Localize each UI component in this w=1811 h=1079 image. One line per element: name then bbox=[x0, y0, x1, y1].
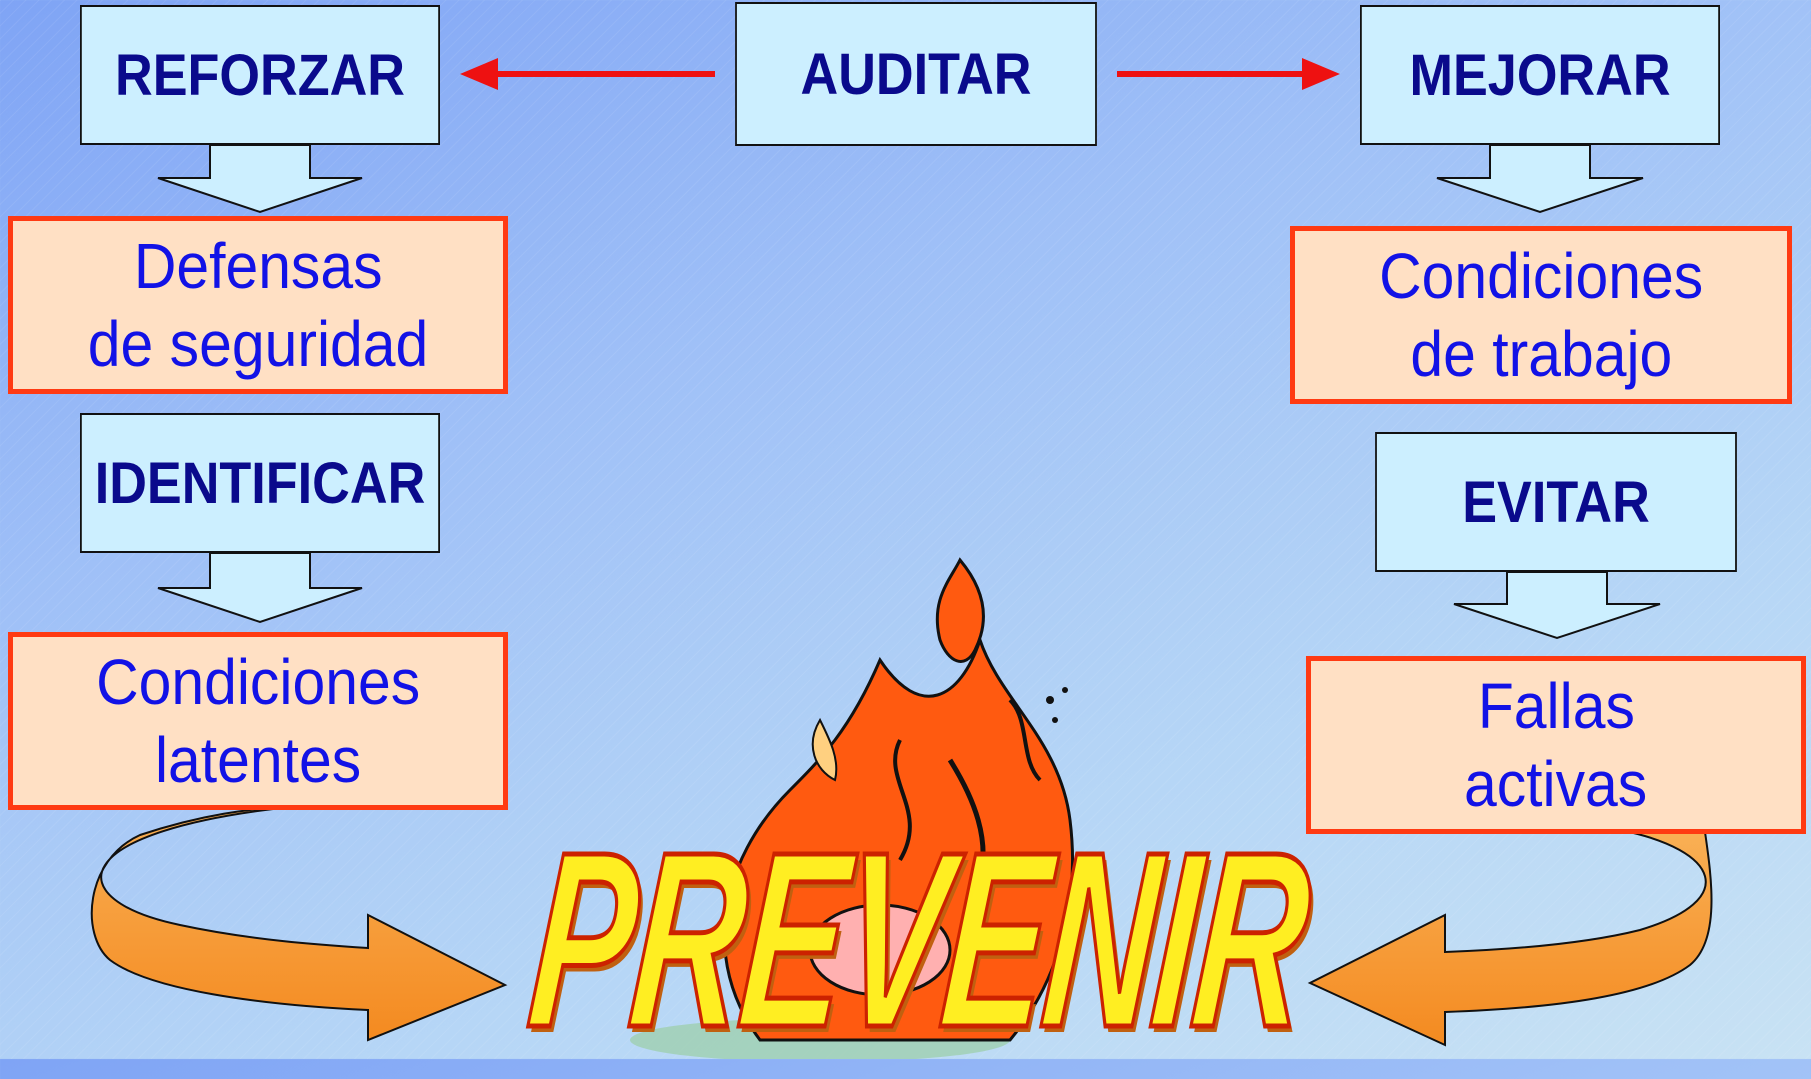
trabajo-line2: de trabajo bbox=[1410, 318, 1672, 390]
auditar-label: AUDITAR bbox=[800, 41, 1032, 107]
evitar-label: EVITAR bbox=[1462, 469, 1650, 535]
callout-arrow-reforzar bbox=[157, 144, 363, 214]
latentes-box: Condiciones latentes bbox=[8, 632, 508, 810]
callout-arrow-evitar bbox=[1453, 571, 1661, 640]
latentes-line1: Condiciones bbox=[95, 646, 421, 718]
reforzar-label: REFORZAR bbox=[115, 42, 405, 108]
identificar-box: IDENTIFICAR bbox=[80, 413, 440, 553]
defensas-box: Defensas de seguridad bbox=[8, 216, 508, 394]
trabajo-line1: Condiciones bbox=[1378, 240, 1704, 312]
curved-arrow-left bbox=[90, 805, 508, 1042]
defensas-line2: de seguridad bbox=[87, 308, 429, 380]
defensas-line1: Defensas bbox=[133, 230, 383, 302]
callout-arrow-mejorar bbox=[1436, 144, 1644, 214]
fallas-line2: activas bbox=[1464, 748, 1648, 820]
evitar-box: EVITAR bbox=[1375, 432, 1737, 572]
prevenir-wordart: PREVENIR bbox=[519, 798, 1320, 1079]
fallas-box: Fallas activas bbox=[1306, 656, 1806, 834]
callout-arrow-identificar bbox=[157, 552, 363, 624]
trabajo-box: Condiciones de trabajo bbox=[1290, 226, 1792, 404]
fire-clipart-icon bbox=[630, 557, 1074, 1059]
arrow-auditar-to-reforzar bbox=[460, 58, 715, 90]
arrow-auditar-to-mejorar bbox=[1117, 58, 1340, 90]
fallas-line1: Fallas bbox=[1477, 670, 1635, 742]
auditar-box: AUDITAR bbox=[735, 2, 1097, 146]
reforzar-box: REFORZAR bbox=[80, 5, 440, 145]
curved-arrow-right bbox=[1307, 829, 1713, 1047]
mejorar-box: MEJORAR bbox=[1360, 5, 1720, 145]
identificar-label: IDENTIFICAR bbox=[94, 450, 426, 516]
latentes-line2: latentes bbox=[154, 724, 362, 796]
mejorar-label: MEJORAR bbox=[1409, 42, 1671, 108]
